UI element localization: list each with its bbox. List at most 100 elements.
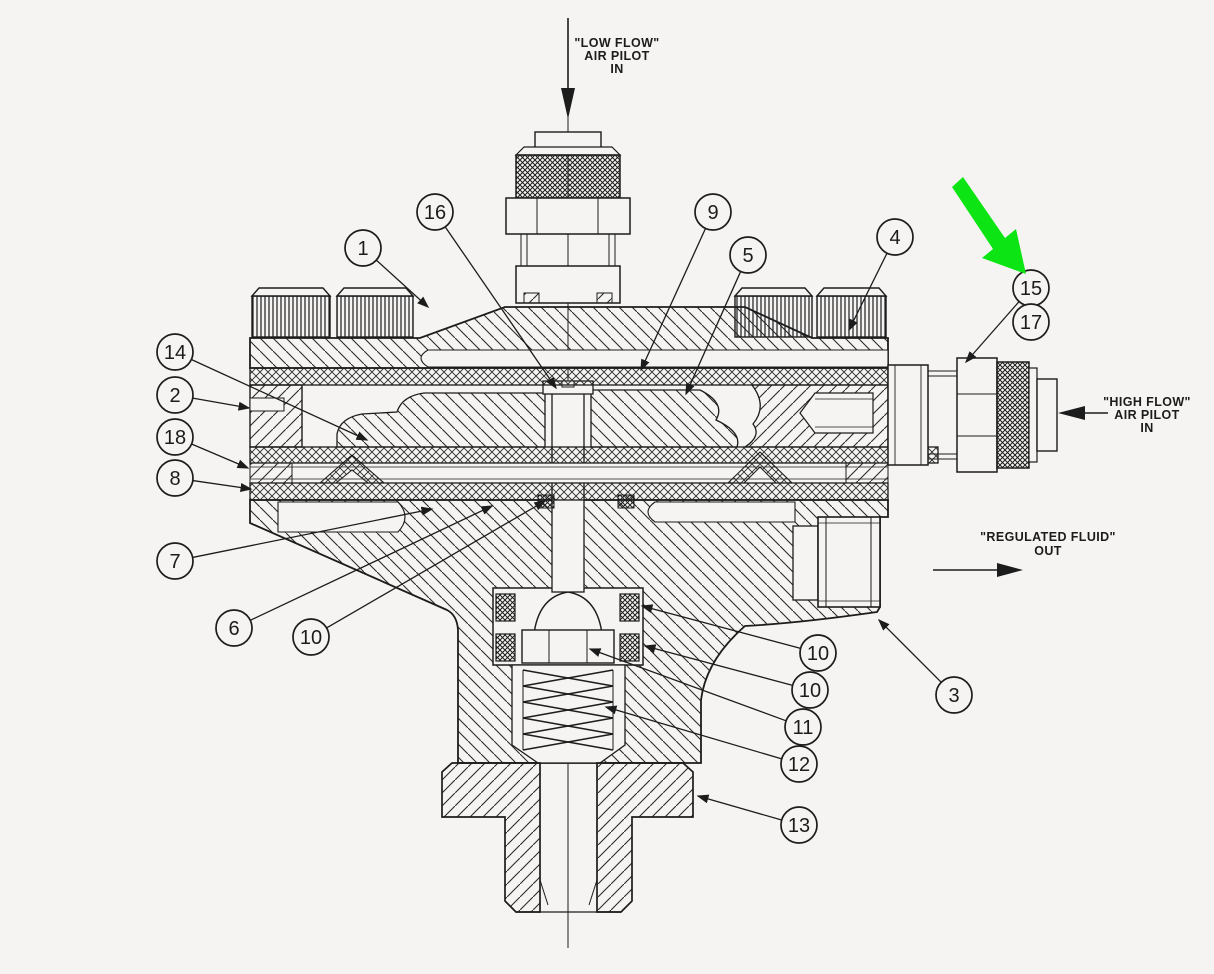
callout-balloon[interactable] — [156, 333, 194, 371]
callout-balloon[interactable] — [935, 676, 973, 714]
callout-balloon[interactable] — [156, 376, 194, 414]
bottom-fitting — [441, 762, 694, 913]
outlet-port — [792, 516, 881, 608]
callout-number: 16 — [424, 202, 446, 224]
knurled-cap — [515, 154, 621, 199]
callout-balloon[interactable] — [156, 542, 194, 580]
callout-8[interactable]: 8 — [156, 459, 253, 497]
callout-number: 8 — [169, 468, 180, 490]
callout-14[interactable]: 14 — [156, 333, 369, 441]
callout-balloon[interactable] — [292, 618, 330, 656]
callout-number: 9 — [707, 202, 718, 224]
leader-line — [192, 479, 253, 492]
callout-number: 17 — [1020, 312, 1042, 334]
callout-number: 3 — [948, 685, 959, 707]
callout-balloon[interactable] — [416, 193, 454, 231]
o-ring-seal — [495, 633, 516, 662]
callout-number: 10 — [300, 627, 322, 649]
callout-11[interactable]: 11 — [588, 648, 822, 746]
callout-17[interactable]: 17 — [1012, 303, 1050, 341]
callout-number: 12 — [788, 754, 810, 776]
left-wall — [249, 384, 303, 448]
leader-line — [192, 397, 251, 411]
bolt-cap — [251, 295, 331, 338]
callout-balloon[interactable] — [791, 671, 829, 709]
callout-13[interactable]: 13 — [696, 794, 818, 844]
diaphragm-lower — [249, 482, 889, 501]
callout-10[interactable]: 10 — [640, 604, 837, 672]
bolt-cap-top — [733, 287, 814, 297]
callout-6[interactable]: 6 — [215, 505, 494, 647]
leader-line — [249, 505, 494, 621]
callout-number: 15 — [1020, 278, 1042, 300]
annotation-regulated-fluid-out: "REGULATED FLUID"OUT — [980, 530, 1116, 558]
callout-3[interactable]: 3 — [877, 618, 973, 714]
bolt-cap — [734, 295, 813, 338]
highlight-arrow-icon — [952, 177, 1026, 274]
callout-balloon[interactable] — [784, 708, 822, 746]
callout-balloon[interactable] — [780, 745, 818, 783]
poppet-assembly — [492, 587, 644, 764]
callout-balloon[interactable] — [799, 634, 837, 672]
bolt-cap-top — [250, 287, 332, 297]
callout-balloon[interactable] — [876, 218, 914, 256]
callout-10[interactable]: 10 — [643, 644, 829, 709]
callout-15[interactable]: 15 — [965, 269, 1050, 364]
callout-number: 13 — [788, 815, 810, 837]
hex-nut — [956, 357, 998, 473]
leader-line — [848, 252, 888, 332]
leader-line — [877, 618, 942, 683]
piston-plate-right — [590, 389, 739, 448]
callout-4[interactable]: 4 — [848, 218, 914, 332]
callout-balloon[interactable] — [780, 806, 818, 844]
bolt-cap — [336, 295, 414, 338]
bolt-cap — [816, 295, 887, 338]
diaphragm-upper — [249, 367, 889, 386]
o-ring-seal — [495, 593, 516, 622]
leader-line — [191, 358, 369, 441]
callout-18[interactable]: 18 — [156, 418, 250, 469]
leader-line — [965, 301, 1020, 364]
leader-line — [191, 443, 250, 469]
callout-1[interactable]: 1 — [344, 229, 430, 309]
callout-balloon[interactable] — [156, 459, 194, 497]
leader-line — [640, 604, 801, 649]
callout-balloon[interactable] — [344, 229, 382, 267]
callout-balloon[interactable] — [729, 236, 767, 274]
callout-7[interactable]: 7 — [156, 506, 434, 580]
callout-5[interactable]: 5 — [685, 236, 767, 396]
callout-balloon[interactable] — [1012, 303, 1050, 341]
bolt-cap-top — [815, 287, 888, 297]
callout-number: 11 — [793, 717, 814, 739]
callout-balloon[interactable] — [156, 418, 194, 456]
leader-line — [604, 705, 782, 760]
poppet-nut — [521, 629, 615, 664]
callout-10[interactable]: 10 — [292, 500, 547, 656]
callout-12[interactable]: 12 — [604, 705, 818, 783]
diaphragm-fold-left — [318, 454, 386, 484]
o-ring-seal — [619, 633, 640, 662]
leader-line — [696, 794, 782, 821]
callout-16[interactable]: 16 — [416, 193, 557, 390]
callout-balloon[interactable] — [215, 609, 253, 647]
top-pilot-fitting — [505, 131, 631, 304]
callout-2[interactable]: 2 — [156, 376, 251, 414]
callout-number: 14 — [164, 342, 186, 364]
leader-line — [588, 648, 787, 722]
o-ring-seal — [619, 593, 640, 622]
callout-balloon[interactable] — [694, 193, 732, 231]
callout-9[interactable]: 9 — [640, 193, 732, 372]
diaphragm-fold-right — [726, 451, 794, 484]
callout-number: 2 — [169, 385, 180, 407]
stem-seal — [617, 494, 635, 509]
top-cover — [249, 287, 889, 369]
callout-number: 10 — [807, 643, 829, 665]
cover-relief-slot — [420, 349, 889, 368]
bolt-caps — [250, 287, 888, 338]
callout-number: 5 — [742, 245, 753, 267]
